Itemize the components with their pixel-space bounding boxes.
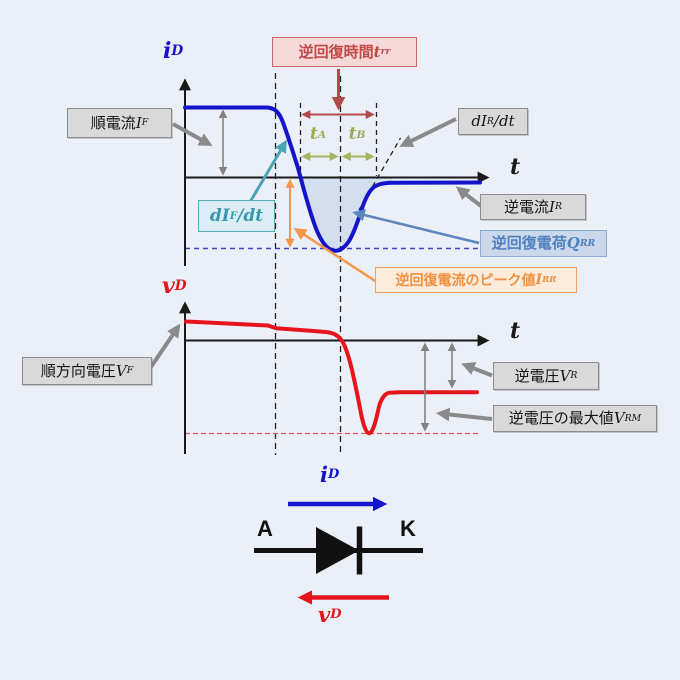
label-sym: v xyxy=(162,273,175,299)
forward-voltage-pointer-arrow xyxy=(149,323,181,369)
label-post: /dt xyxy=(493,112,515,130)
label-jp: 逆回復電流のピーク値 xyxy=(395,272,536,288)
label-jp: 逆回復時間 xyxy=(298,43,374,61)
reverse-voltage-pointer-arrow xyxy=(461,362,493,378)
label-sym: V xyxy=(613,409,625,427)
label-sym: i xyxy=(163,38,172,64)
reverse-current-pointer-arrow xyxy=(455,186,483,208)
label-text: K xyxy=(400,516,416,541)
label-post: /dt xyxy=(237,205,264,226)
label-sym: I xyxy=(535,272,543,288)
difdt-pointer-arrow xyxy=(248,139,287,203)
qrr-area xyxy=(300,177,392,251)
label-jp: 順電流 xyxy=(90,114,136,132)
label-sym: dI xyxy=(209,205,230,226)
label-jp: 順方向電圧 xyxy=(40,362,116,380)
label-jp: 逆回復電荷 xyxy=(491,235,567,252)
label-jp: 逆電圧の最大値 xyxy=(508,410,614,427)
label-jp: 逆電流 xyxy=(504,198,550,216)
label-text: A xyxy=(257,516,273,541)
label-sym: dI xyxy=(471,112,487,130)
label-sym: i xyxy=(320,462,328,487)
label-sym: t xyxy=(373,42,381,61)
forward-current-pointer-arrow xyxy=(172,122,213,146)
label-sym: Q xyxy=(566,234,580,252)
label-sym: V xyxy=(559,366,571,385)
label-sym: v xyxy=(318,602,331,627)
diode-triangle xyxy=(316,527,359,574)
label-jp: 逆電圧 xyxy=(514,367,560,385)
top-t-axis-label: t xyxy=(510,156,520,178)
max-reverse-voltage-pointer-arrow xyxy=(435,407,493,422)
label-sym: V xyxy=(115,361,127,380)
diode-anode-label: A xyxy=(257,518,273,540)
label-sym: t xyxy=(348,124,357,144)
bottom-t-axis-label: t xyxy=(510,320,520,342)
dirdt-pointer-arrow xyxy=(399,117,457,147)
label-sym: I xyxy=(549,197,555,216)
label-sym: I xyxy=(135,113,142,132)
label-sym: t xyxy=(510,154,521,180)
diode-cathode-label: K xyxy=(400,518,416,540)
qrr-pointer-arrow xyxy=(352,209,480,245)
diode-current-curve xyxy=(183,105,482,253)
label-sym: t xyxy=(309,124,318,144)
diode-voltage-curve xyxy=(184,319,479,436)
label-sym: t xyxy=(510,318,521,344)
irr-pointer-arrow xyxy=(293,227,377,283)
